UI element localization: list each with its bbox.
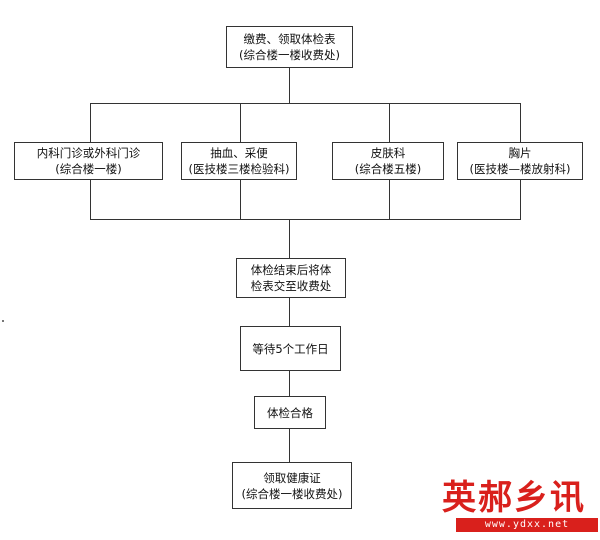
connector-branch-4-up: [520, 180, 521, 220]
connector-branch-3-up: [389, 180, 390, 220]
connector-branch-2-down: [240, 103, 241, 142]
connector-merge-horizontal: [90, 219, 521, 220]
branch-box-dermatology: 皮肤科 (综合楼五楼): [332, 142, 444, 180]
step-collect-certificate-location: (综合楼一楼收费处): [241, 486, 343, 501]
branch-title: 胸片: [508, 146, 532, 160]
connector-top-vertical: [289, 67, 290, 104]
connector-branch-1-down: [90, 103, 91, 142]
step-submit-form-box: 体检结束后将体 检表交至收费处: [236, 258, 346, 298]
connector-step3-step4: [289, 298, 290, 326]
connector-branch-4-down: [520, 103, 521, 142]
step-submit-form-line1: 体检结束后将体: [250, 263, 332, 277]
watermark-logo: 英郝乡讯 www.ydxx.net: [442, 478, 598, 538]
connector-branch-1-up: [90, 180, 91, 220]
watermark-url: www.ydxx.net: [456, 518, 598, 532]
step-payment-box: 缴费、领取体检表 (综合楼一楼收费处): [226, 26, 353, 68]
connector-merge-vertical: [289, 219, 290, 258]
branch-title: 抽血、采便: [210, 146, 268, 160]
branch-title: 内科门诊或外科门诊: [36, 146, 141, 160]
step-wait-text: 等待5个工作日: [252, 341, 329, 356]
branch-location: (医技楼—楼放射科): [469, 162, 571, 176]
branch-box-chest-xray: 胸片 (医技楼—楼放射科): [457, 142, 583, 180]
step-payment-title: 缴费、领取体检表: [243, 32, 336, 46]
connector-top-horizontal: [90, 103, 520, 104]
step-qualified-box: 体检合格: [254, 396, 326, 429]
branch-box-blood-stool: 抽血、采便 (医技楼三楼检验科): [181, 142, 297, 180]
step-collect-certificate-title: 领取健康证: [263, 470, 321, 485]
connector-branch-2-up: [240, 180, 241, 220]
connector-branch-3-down: [389, 103, 390, 142]
step-payment-location: (综合楼一楼收费处): [239, 48, 340, 62]
scan-speck: [2, 320, 4, 322]
step-submit-form-line2: 检表交至收费处: [250, 279, 332, 293]
branch-location: (综合楼一楼): [55, 162, 122, 176]
connector-step5-step6: [289, 429, 290, 462]
branch-location: (医技楼三楼检验科): [188, 162, 290, 176]
branch-title: 皮肤科: [370, 146, 406, 160]
step-collect-certificate-box: 领取健康证 (综合楼一楼收费处): [232, 462, 352, 509]
watermark-text: 英郝乡讯: [442, 478, 586, 518]
branch-location: (综合楼五楼): [354, 162, 422, 176]
branch-box-internal-surgery: 内科门诊或外科门诊 (综合楼一楼): [14, 142, 163, 180]
connector-step4-step5: [289, 371, 290, 396]
step-qualified-text: 体检合格: [267, 405, 313, 420]
step-wait-box: 等待5个工作日: [240, 326, 341, 371]
